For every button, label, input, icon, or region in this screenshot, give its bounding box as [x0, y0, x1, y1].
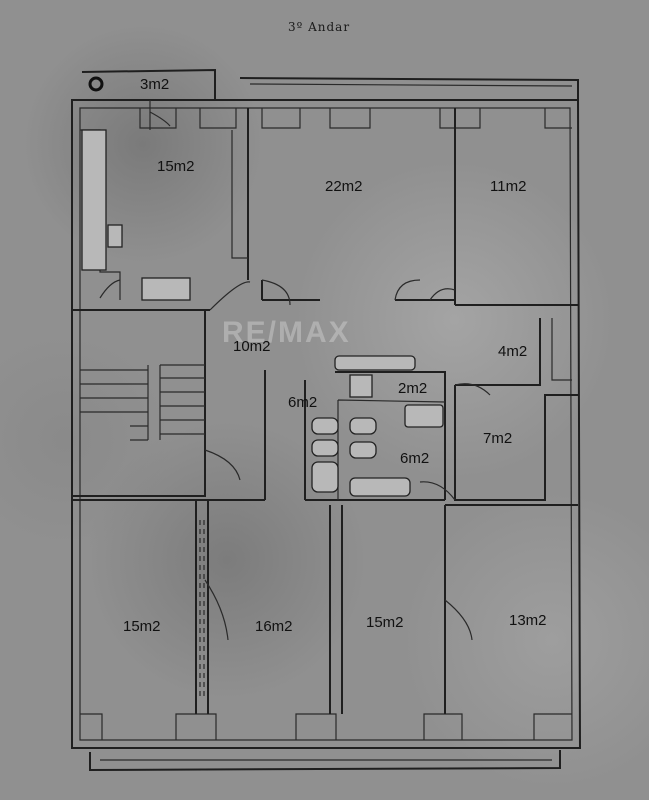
bathtub-top	[334, 355, 416, 371]
door-swings	[99, 111, 491, 641]
top-balcony	[239, 77, 579, 100]
wash-basin	[404, 404, 444, 428]
wall-4m2-inner	[551, 318, 572, 381]
bottom-base	[89, 750, 561, 772]
room-label-bath-left: 6m2	[288, 394, 318, 411]
top-annex	[81, 68, 216, 100]
wall-7m2	[454, 385, 578, 501]
stairwell-box	[72, 309, 206, 497]
remax-watermark: RE/MAX	[222, 316, 351, 349]
wall-22-bottom	[261, 280, 455, 301]
bath-left-wc	[311, 417, 339, 435]
wall-bottom-1-2	[195, 500, 209, 714]
kitchen-sink	[107, 224, 123, 248]
floor-title: 3º Andar	[288, 20, 351, 34]
top-window-notches	[139, 108, 572, 129]
wc-basin	[349, 374, 373, 398]
room-label-bath-right: 6m2	[400, 450, 430, 467]
room-label-3m2: 3m2	[140, 76, 170, 93]
kitchen-unit	[141, 277, 191, 301]
bath-right-sink	[349, 441, 377, 459]
room-label-bottom-3: 15m2	[366, 614, 404, 631]
outer-wall-inner	[79, 107, 573, 741]
wall-bottom-2-3	[329, 505, 343, 714]
room-label-11m2: 11m2	[490, 178, 527, 195]
bath-left-sink	[311, 439, 339, 457]
room-label-bottom-2: 16m2	[255, 618, 293, 635]
wall-bath-top	[335, 371, 446, 500]
room-label-bottom-1: 15m2	[123, 618, 161, 635]
bath-left-bidet	[311, 461, 339, 493]
stair-treads	[80, 364, 205, 441]
wall-bottom-row-top	[72, 499, 578, 506]
room-label-hall: 10m2	[233, 338, 271, 355]
room-label-4m2: 4m2	[498, 343, 528, 360]
room-label-7m2: 7m2	[483, 430, 513, 447]
room-label-22m2: 22m2	[325, 178, 363, 195]
wall-4m2	[455, 318, 541, 386]
bath-right-tub	[349, 417, 377, 435]
bottom-window-notches	[80, 713, 572, 740]
room-label-kitchen: 15m2	[157, 158, 195, 175]
cupboard-marks	[199, 520, 205, 700]
outer-wall	[71, 99, 582, 749]
chimney-circle	[88, 76, 104, 92]
wall-bath-block	[304, 380, 445, 501]
top-balcony-inner	[249, 83, 573, 87]
wall-kitchen-right-2	[231, 130, 248, 259]
room-label-bottom-4: 13m2	[509, 612, 547, 629]
room-label-2m2: 2m2	[398, 380, 428, 397]
bathtub-bottom	[349, 477, 411, 497]
kitchen-counter	[81, 129, 107, 271]
